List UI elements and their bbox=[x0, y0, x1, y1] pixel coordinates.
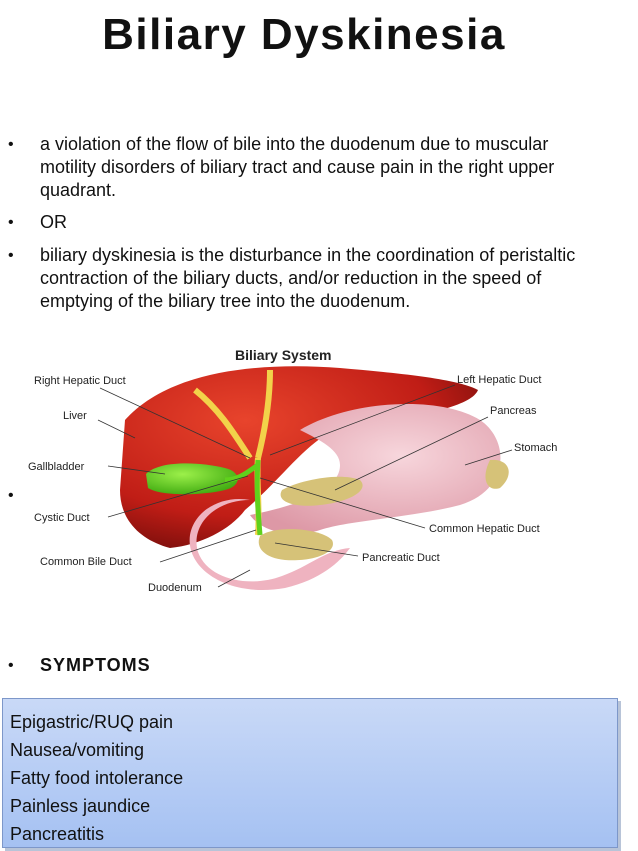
bullet-icon: • bbox=[8, 487, 14, 504]
label-liver: Liver bbox=[63, 410, 87, 422]
bullet-icon: • bbox=[8, 247, 14, 264]
symptom-item: Nausea/vomiting bbox=[10, 740, 145, 760]
label-common-bile-duct: Common Bile Duct bbox=[40, 556, 132, 568]
stomach-tail-shape bbox=[485, 459, 509, 489]
leader-cystic-duct bbox=[107, 475, 249, 518]
label-pancreas: Pancreas bbox=[490, 405, 537, 417]
leader-gallbladder bbox=[107, 465, 166, 475]
pancreas-head-shape bbox=[258, 529, 333, 561]
page-title: Biliary Dyskinesia bbox=[102, 10, 506, 59]
label-gallbladder: Gallbladder bbox=[28, 461, 85, 473]
leader-pancreatic-duct bbox=[274, 542, 359, 557]
pancreas-body-shape bbox=[280, 476, 363, 506]
or-text: OR bbox=[40, 212, 67, 232]
leader-duodenum bbox=[217, 569, 251, 588]
label-pancreatic-duct: Pancreatic Duct bbox=[362, 552, 440, 564]
label-stomach: Stomach bbox=[514, 442, 557, 454]
leader-common-bile-duct bbox=[159, 529, 257, 563]
gallbladder-shape bbox=[146, 463, 238, 495]
symptoms-heading: SYMPTOMS bbox=[40, 655, 151, 675]
symptom-item: Painless jaundice bbox=[10, 796, 151, 816]
label-duodenum: Duodenum bbox=[148, 582, 202, 594]
common-bile-duct bbox=[254, 459, 263, 536]
bullet-icon: • bbox=[8, 214, 14, 231]
symptom-item: Fatty food intolerance bbox=[10, 768, 184, 788]
bullet-icon: • bbox=[8, 657, 14, 674]
label-left-hepatic-duct: Left Hepatic Duct bbox=[457, 374, 541, 386]
leader-stomach bbox=[464, 449, 513, 466]
figure-title: Biliary System bbox=[235, 347, 332, 363]
leader-pancreas bbox=[334, 416, 489, 491]
label-common-hepatic-duct: Common Hepatic Duct bbox=[429, 523, 540, 535]
alt-definition-text: biliary dyskinesia is the disturbance in… bbox=[40, 245, 576, 311]
bullet-icon: • bbox=[8, 136, 14, 153]
label-right-hepatic-duct: Right Hepatic Duct bbox=[34, 375, 126, 387]
symptom-item: Epigastric/RUQ pain bbox=[10, 712, 174, 732]
symptom-item: Pancreatitis bbox=[10, 824, 105, 844]
biliary-system-diagram: Biliary System Right Hepatic Duct Liver … bbox=[20, 340, 620, 600]
definition-text: a violation of the flow of bile into the… bbox=[40, 134, 555, 200]
symptoms-box: Epigastric/RUQ pain Nausea/vomiting Fatt… bbox=[2, 698, 618, 848]
biliary-diagram-svg: Biliary System Right Hepatic Duct Liver … bbox=[28, 347, 557, 594]
leader-right-hepatic-duct bbox=[99, 387, 251, 459]
leader-left-hepatic-duct bbox=[269, 384, 456, 456]
label-cystic-duct: Cystic Duct bbox=[34, 512, 90, 524]
leader-common-hepatic-duct bbox=[259, 477, 426, 529]
duodenum-shape bbox=[189, 498, 350, 591]
leader-liver bbox=[97, 419, 136, 439]
